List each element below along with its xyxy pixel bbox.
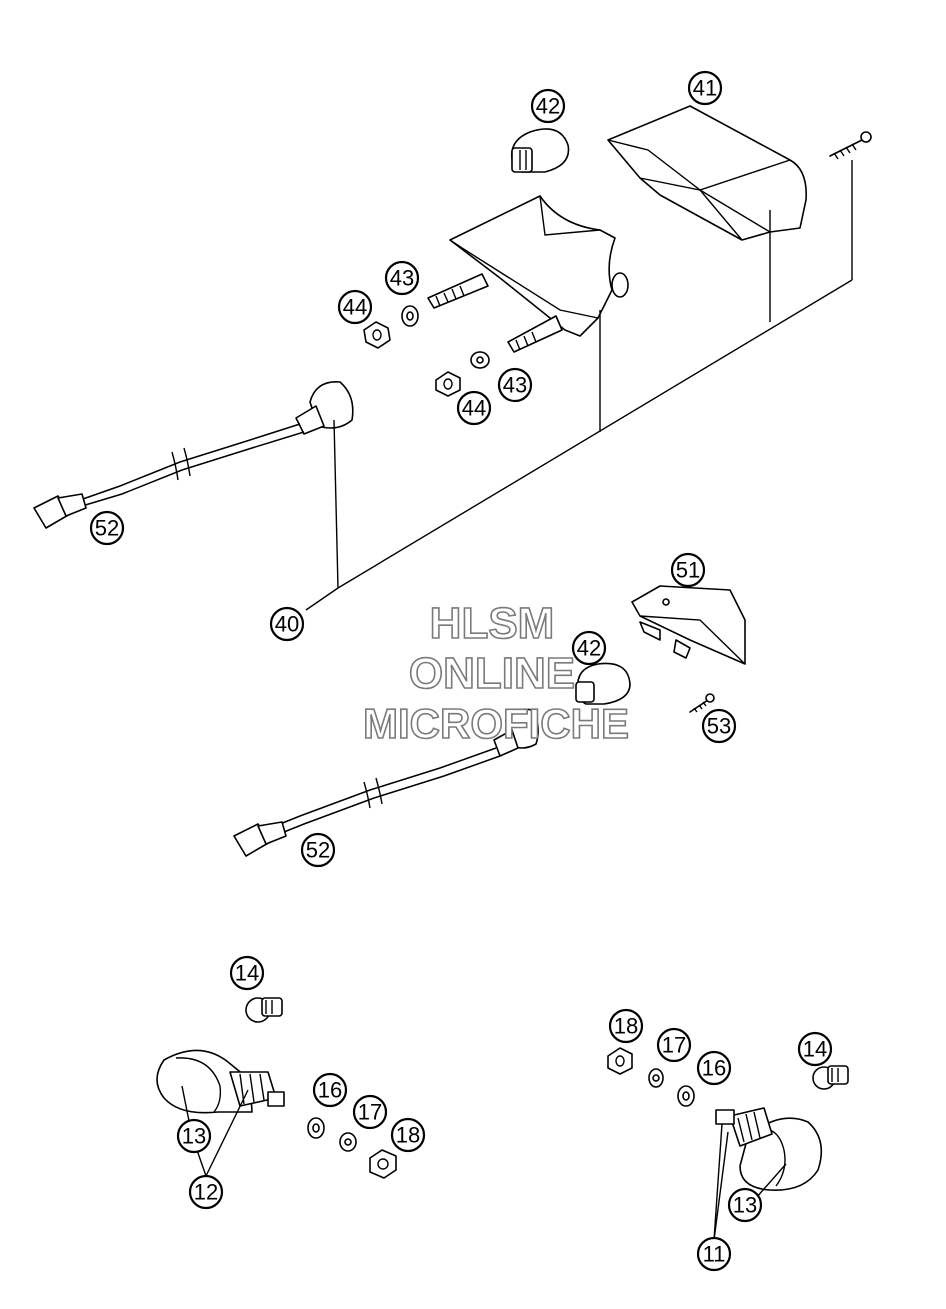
lockwasher-17-left — [339, 1132, 357, 1152]
callout-42-middle: 42 — [571, 630, 607, 666]
housing-studs — [427, 273, 563, 353]
leader-11-b — [713, 1131, 729, 1241]
washer-43-bottom — [470, 351, 490, 369]
callout-14-left: 14 — [229, 955, 265, 991]
callout-17-left: 17 — [352, 1094, 388, 1130]
callout-13-right: 13 — [727, 1187, 763, 1223]
svg-text:17: 17 — [358, 1100, 382, 1125]
svg-text:12: 12 — [194, 1180, 218, 1205]
svg-text:13: 13 — [733, 1193, 757, 1218]
lockwasher-17-right — [648, 1068, 664, 1088]
callout-52-top: 52 — [89, 510, 125, 546]
svg-text:43: 43 — [390, 266, 414, 291]
svg-text:53: 53 — [707, 714, 731, 739]
tail-bulb-top — [511, 128, 570, 173]
license-light-assembly — [233, 585, 746, 857]
svg-text:43: 43 — [503, 373, 527, 398]
turn-signal-right — [607, 1047, 849, 1241]
callout-18-left: 18 — [390, 1117, 426, 1153]
nut-18-right — [607, 1047, 633, 1075]
svg-text:14: 14 — [235, 961, 259, 986]
license-light-housing-51 — [631, 585, 746, 665]
svg-text:42: 42 — [536, 94, 560, 119]
indicator-bulb-14-right — [812, 1065, 849, 1090]
svg-text:18: 18 — [614, 1014, 638, 1039]
svg-text:17: 17 — [662, 1033, 686, 1058]
callout-17-right: 17 — [656, 1027, 692, 1063]
svg-text:16: 16 — [702, 1056, 726, 1081]
callout-16-left: 16 — [312, 1072, 348, 1108]
callout-18-right: 18 — [608, 1008, 644, 1044]
leader-11-a — [713, 1123, 723, 1241]
leader-12-b — [205, 1089, 249, 1177]
leader-40-main — [305, 279, 853, 611]
svg-text:18: 18 — [396, 1123, 420, 1148]
lens-screw — [829, 131, 872, 160]
nut-44-bottom — [435, 371, 461, 397]
svg-text:44: 44 — [462, 396, 486, 421]
svg-text:16: 16 — [318, 1078, 342, 1103]
callout-12: 12 — [188, 1174, 224, 1210]
svg-text:51: 51 — [676, 558, 700, 583]
callout-51: 51 — [670, 552, 706, 588]
leader-13-left — [181, 1085, 191, 1127]
svg-text:52: 52 — [306, 838, 330, 863]
leader-socket — [333, 419, 339, 589]
svg-text:11: 11 — [703, 1242, 726, 1267]
watermark-line-1: HLSM — [430, 599, 555, 648]
watermark-line-3: MICROFICHE — [363, 700, 629, 747]
callout-14-right: 14 — [797, 1031, 833, 1067]
callout-43-top: 43 — [384, 260, 420, 296]
tail-light-assembly — [33, 105, 872, 611]
callout-13-left: 13 — [176, 1118, 212, 1154]
svg-text:52: 52 — [95, 516, 119, 541]
indicator-lens-right — [715, 1107, 823, 1191]
callout-52-middle: 52 — [300, 832, 336, 868]
callout-44-top: 44 — [337, 289, 373, 325]
tail-light-housing — [449, 195, 629, 337]
svg-text:41: 41 — [693, 76, 717, 101]
callout-43-bottom: 43 — [497, 367, 533, 403]
indicator-lens-left — [156, 1049, 285, 1114]
wire-harness-middle — [233, 708, 540, 857]
callout-16-right: 16 — [696, 1050, 732, 1086]
svg-text:40: 40 — [275, 612, 299, 637]
indicator-bulb-14-left — [245, 997, 283, 1023]
callout-53: 53 — [701, 708, 737, 744]
svg-text:13: 13 — [182, 1124, 206, 1149]
watermark: HLSM ONLINE MICROFICHE — [362, 598, 630, 748]
license-bulb-42 — [575, 662, 631, 705]
nut-18-left — [369, 1149, 397, 1179]
nut-44-top — [363, 321, 391, 349]
callout-11: 11 — [696, 1236, 732, 1272]
washer-43-top — [401, 305, 419, 327]
callout-41: 41 — [687, 70, 723, 106]
washer-16-left — [307, 1117, 325, 1139]
watermark-line-2: ONLINE — [409, 649, 575, 698]
screw-53 — [689, 693, 715, 713]
svg-text:44: 44 — [343, 295, 367, 320]
callout-44-bottom: 44 — [456, 390, 492, 426]
tail-light-lens — [607, 105, 807, 241]
washer-16-right — [677, 1085, 695, 1107]
svg-text:42: 42 — [577, 636, 601, 661]
callout-40: 40 — [269, 606, 305, 642]
callout-42-top: 42 — [530, 88, 566, 124]
svg-text:14: 14 — [803, 1037, 827, 1062]
leader-13-right — [755, 1163, 787, 1199]
wire-harness-top — [33, 381, 354, 529]
turn-signal-left — [156, 997, 397, 1179]
